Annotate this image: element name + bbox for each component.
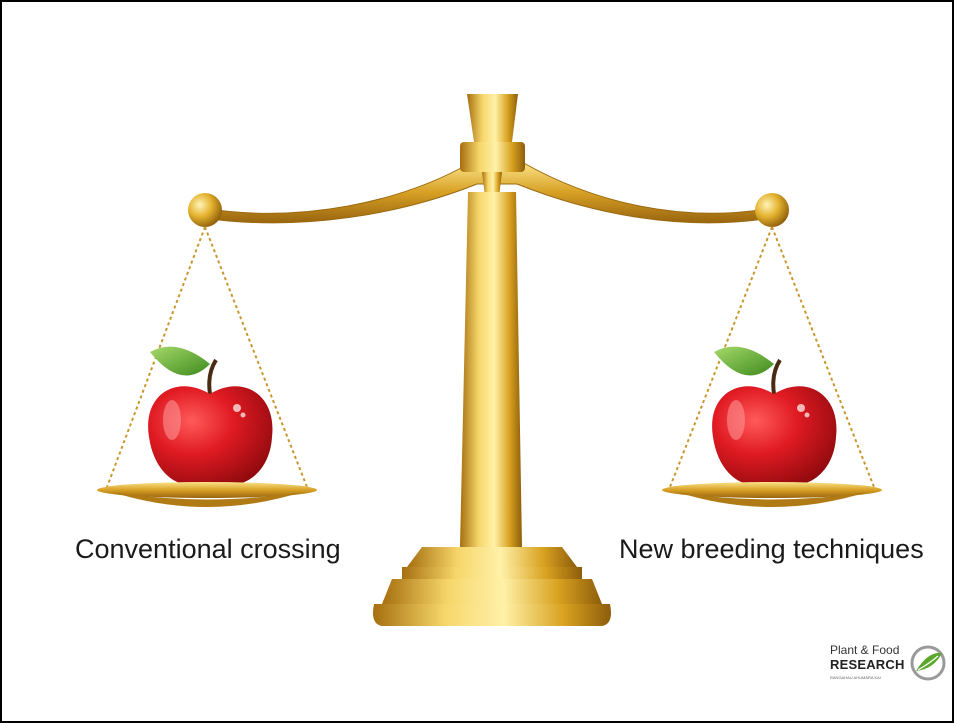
scale-beam	[188, 161, 789, 227]
left-pan	[97, 482, 317, 507]
left-apple	[148, 346, 273, 486]
right-pan-label: New breeding techniques	[619, 534, 924, 564]
plant-and-food-research-logo: Plant & Food RESEARCH RANGAHAU AHUMĀRA K…	[830, 643, 950, 715]
leaf-swoosh-icon	[910, 645, 946, 681]
right-apple-leaf	[714, 346, 774, 376]
right-apple	[712, 346, 837, 486]
logo-line-1: Plant & Food	[830, 643, 900, 657]
left-apple-leaf	[150, 346, 210, 376]
right-pan	[662, 482, 882, 507]
logo-line-3: RANGAHAU AHUMĀRA KAI	[830, 675, 881, 680]
left-beam-knob	[188, 193, 222, 227]
logo-line-2: RESEARCH	[830, 657, 905, 672]
right-beam-knob	[755, 193, 789, 227]
scale-pillar	[373, 94, 611, 626]
left-pan-label: Conventional crossing	[75, 534, 341, 564]
